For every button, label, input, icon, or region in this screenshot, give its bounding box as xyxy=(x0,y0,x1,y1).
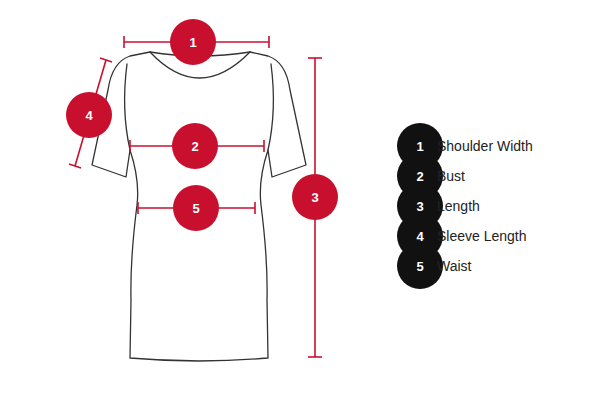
number-text: 5 xyxy=(397,243,443,289)
circle-fill xyxy=(292,174,338,220)
legend-text: Bust xyxy=(437,167,465,185)
number-text: 5 xyxy=(173,185,219,231)
callout-number: 1 xyxy=(170,19,216,65)
number-text: 1 xyxy=(170,19,216,65)
callout-number: 3 xyxy=(292,174,338,220)
legend-number: 5 xyxy=(397,243,443,289)
circle-fill xyxy=(397,243,443,289)
circle-fill xyxy=(66,92,112,138)
number-text: 3 xyxy=(292,174,338,220)
circle-fill xyxy=(170,19,216,65)
circle-fill xyxy=(172,123,218,169)
dress-outline xyxy=(92,52,306,361)
number-text: 2 xyxy=(172,123,218,169)
number-text: 4 xyxy=(66,92,112,138)
dimension-lines xyxy=(69,36,322,357)
callout-number: 5 xyxy=(173,185,219,231)
callout-number: 4 xyxy=(66,92,112,138)
legend-text: Length xyxy=(437,197,480,215)
legend-text: Shoulder Width xyxy=(437,137,533,155)
legend-text: Waist xyxy=(437,257,471,275)
legend-text: Sleeve Length xyxy=(437,227,527,245)
callout-number: 2 xyxy=(172,123,218,169)
circle-fill xyxy=(173,185,219,231)
